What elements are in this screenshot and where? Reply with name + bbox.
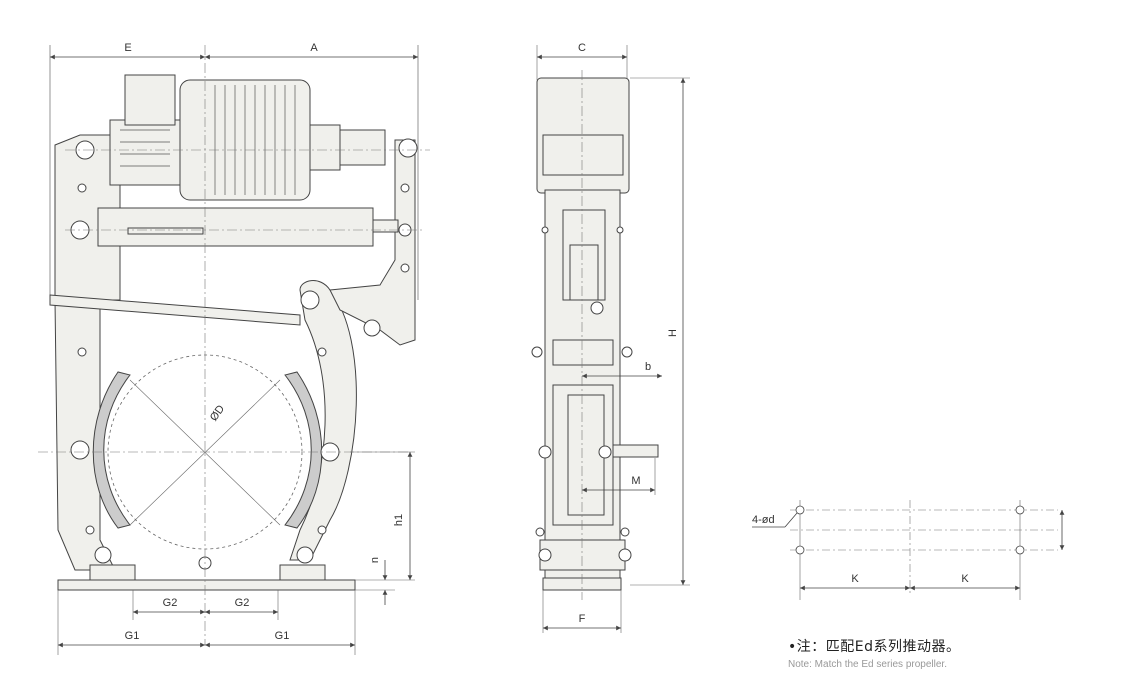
- dim-label-C: C: [578, 42, 586, 54]
- dim-label-H: H: [667, 329, 679, 337]
- dim-label-E: E: [124, 42, 131, 54]
- dim-label-hole: 4-ød: [752, 514, 775, 526]
- dim-label-G1-left: G1: [125, 630, 140, 642]
- dim-label-G2-left: G2: [163, 597, 178, 609]
- dim-label-F: F: [579, 613, 586, 625]
- note-english: Note: Match the Ed series propeller.: [788, 659, 947, 670]
- dim-label-A: A: [310, 42, 318, 54]
- front-view: [38, 45, 430, 655]
- note-chinese: •注：匹配Ed系列推动器。: [788, 639, 961, 655]
- dim-label-n: n: [369, 557, 381, 563]
- side-view: [531, 45, 690, 633]
- dim-label-K-right: K: [961, 573, 969, 585]
- dim-label-D: ØD: [208, 403, 227, 423]
- dim-label-G1-right: G1: [275, 630, 290, 642]
- mounting-hole-pattern: [752, 500, 1065, 600]
- dim-label-K-left: K: [851, 573, 859, 585]
- dim-label-h1: h1: [393, 514, 405, 526]
- dim-label-G2-right: G2: [235, 597, 250, 609]
- dim-label-M: M: [631, 475, 640, 487]
- dim-label-b: b: [645, 361, 651, 373]
- note-block: •注：匹配Ed系列推动器。 Note: Match the Ed series …: [788, 636, 961, 670]
